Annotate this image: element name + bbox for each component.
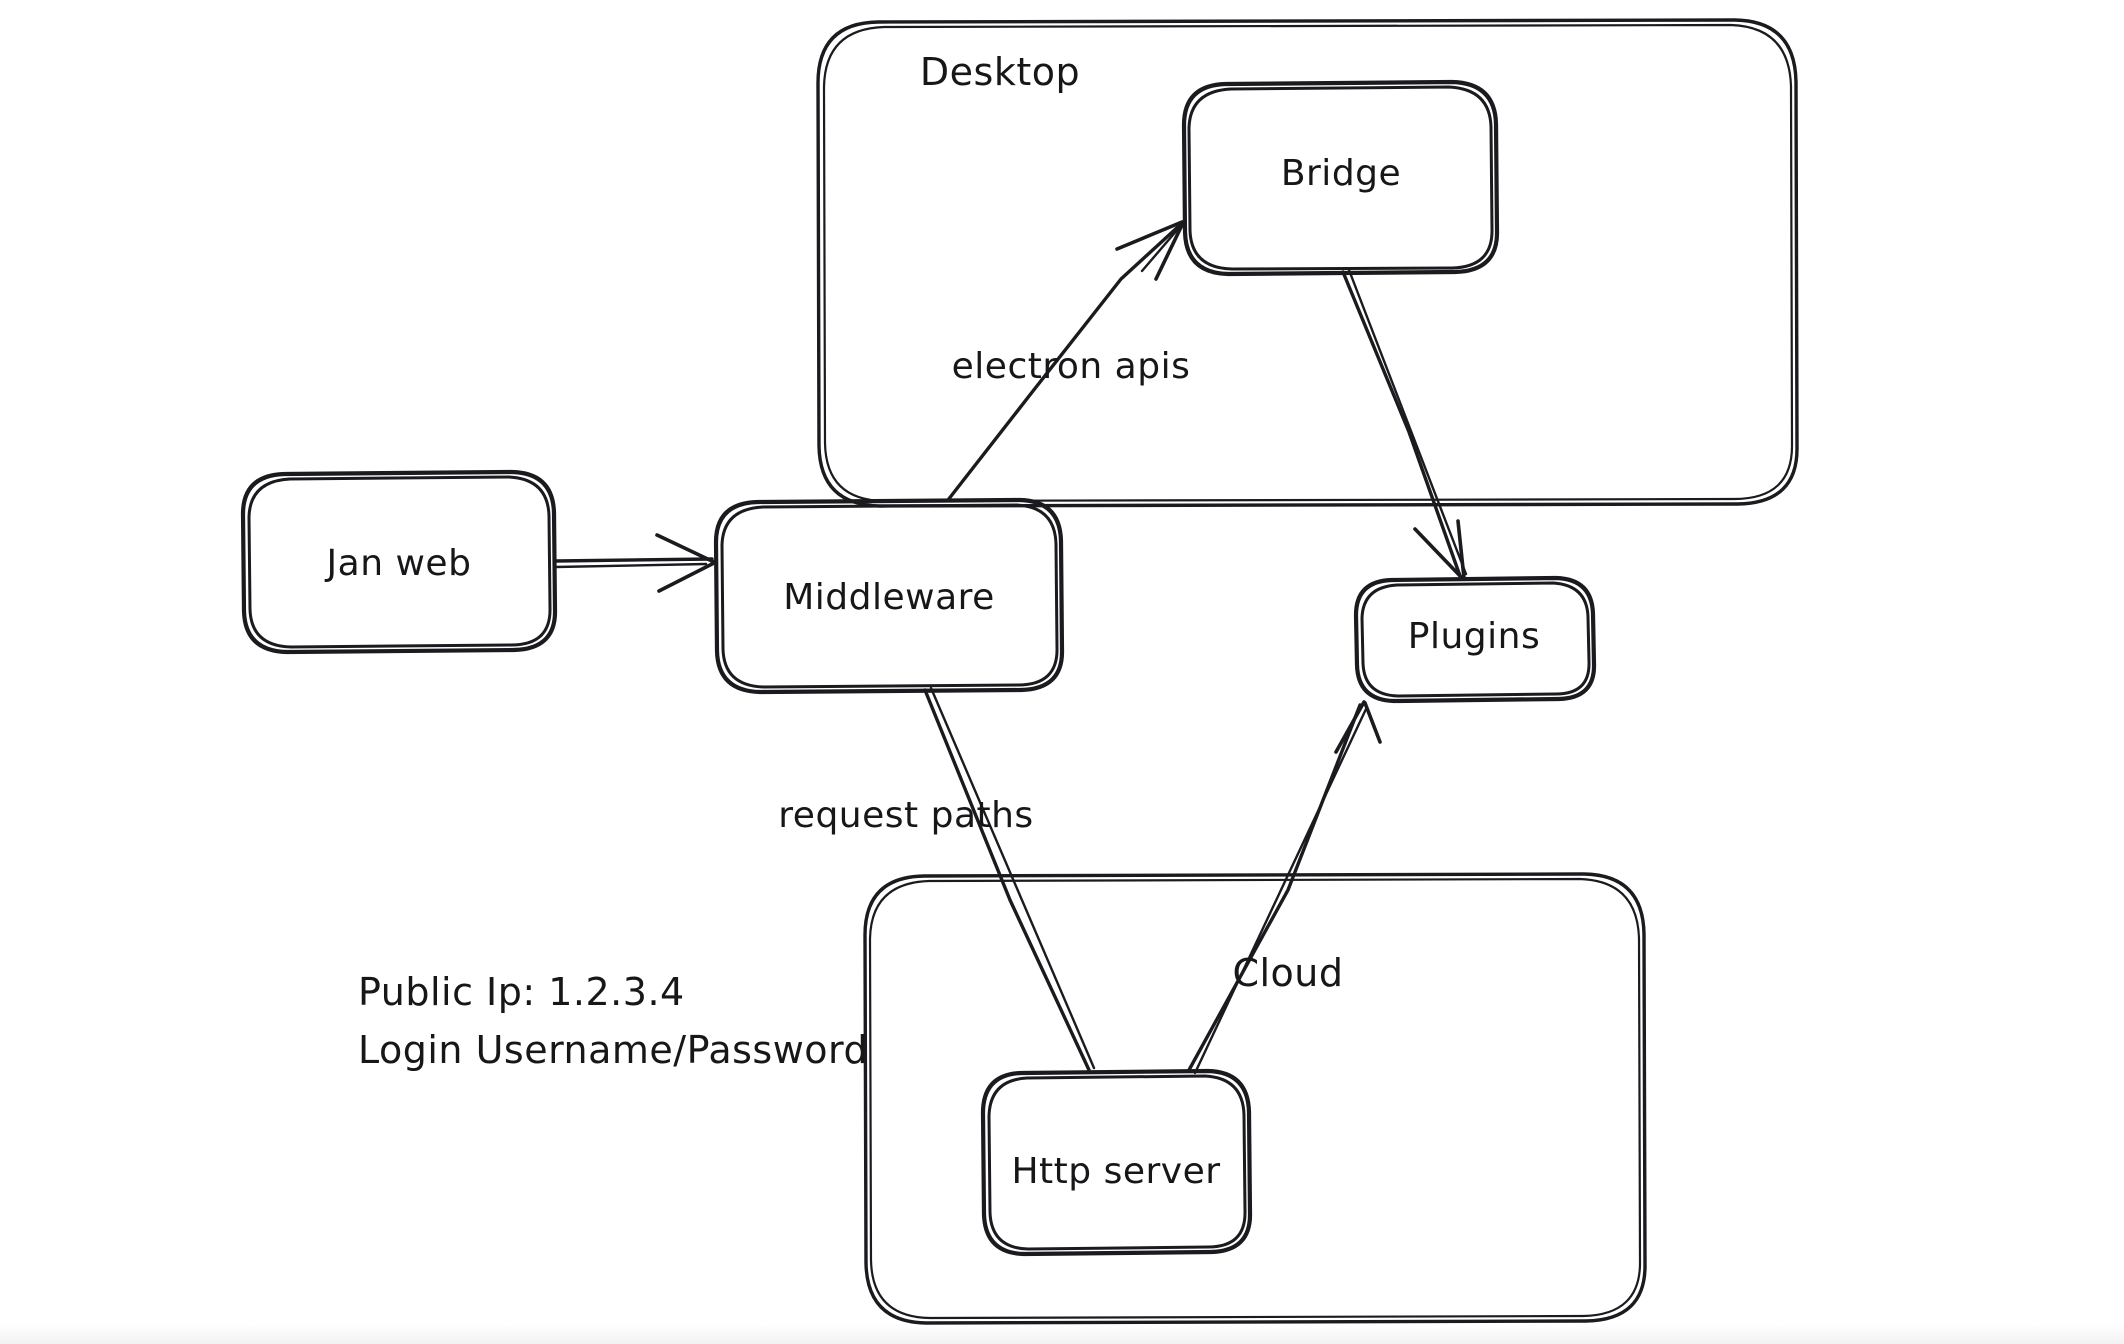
note-public-ip-line1: Public Ip: 1.2.3.4 — [358, 970, 685, 1014]
note-login-line2: Login Username/Password — [358, 1028, 868, 1072]
container-desktop[interactable] — [816, 18, 1799, 508]
edge-http-server-to-plugins — [1187, 700, 1382, 1075]
edge-label-electron-apis: electron apis — [952, 346, 1191, 387]
edge-jan-web-to-middleware — [554, 533, 716, 593]
edge-label-request-paths: request paths — [778, 795, 1033, 836]
bottom-edge-fade — [0, 1324, 2124, 1344]
node-label-jan-web: Jan web — [325, 543, 472, 584]
node-bridge[interactable] — [1181, 79, 1500, 277]
container-cloud[interactable] — [863, 872, 1647, 1325]
node-label-bridge: Bridge — [1281, 153, 1401, 194]
node-jan-web[interactable] — [240, 469, 558, 655]
node-http-server[interactable] — [980, 1068, 1253, 1257]
edge-bridge-to-plugins — [1341, 268, 1468, 581]
node-label-middleware: Middleware — [783, 577, 995, 618]
container-label-desktop: Desktop — [920, 50, 1080, 94]
node-plugins[interactable] — [1353, 575, 1597, 704]
node-label-http-server: Http server — [1011, 1151, 1220, 1192]
container-label-cloud: Cloud — [1232, 951, 1343, 995]
node-middleware[interactable] — [713, 497, 1065, 695]
edge-middleware-to-http-server — [923, 686, 1096, 1072]
edge-middleware-to-bridge — [946, 220, 1186, 502]
node-label-plugins: Plugins — [1408, 616, 1540, 657]
